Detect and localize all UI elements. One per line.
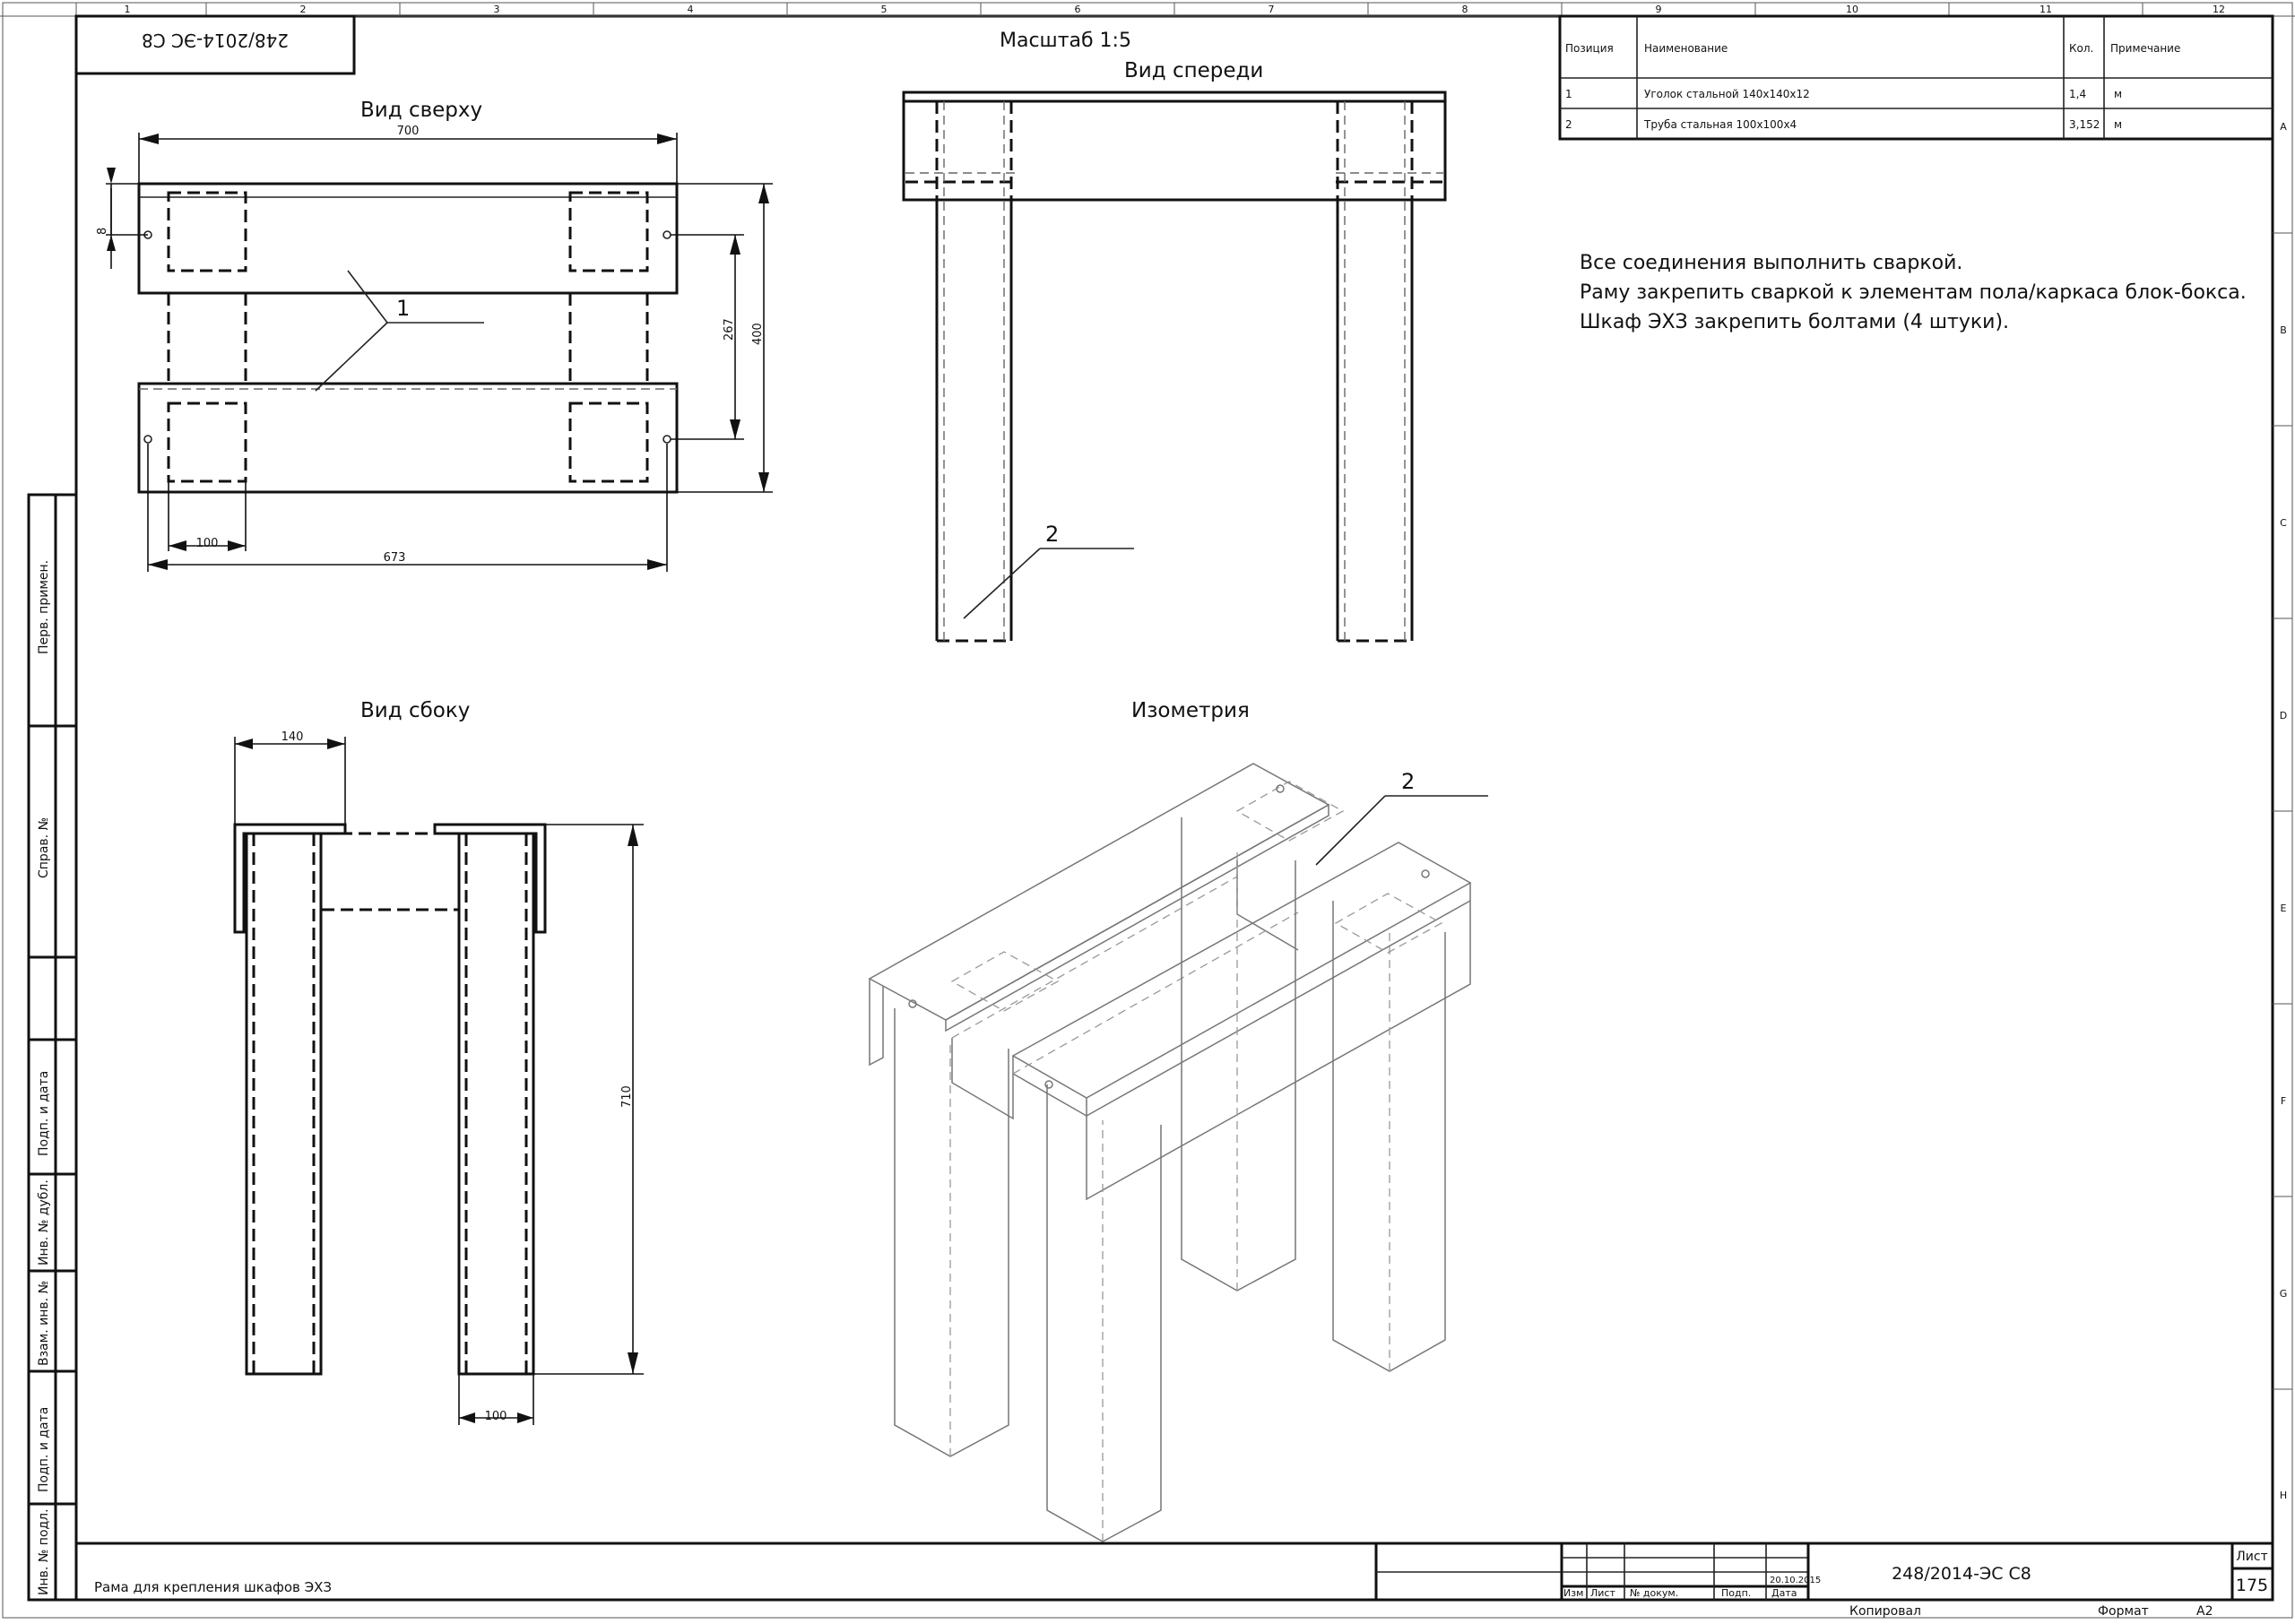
- callout-2-front: 2: [1045, 522, 1059, 547]
- spec-header-qty: Кол.: [2069, 42, 2093, 55]
- col-doc: № докум.: [1630, 1587, 1678, 1599]
- spec-header-name: Наименование: [1644, 42, 1728, 55]
- title-date: 20.10.2015: [1770, 1576, 1821, 1585]
- zone-C: C: [2280, 517, 2287, 529]
- zone-11: 11: [2040, 4, 2052, 15]
- doc-number-box: 248/2014-ЭС С8: [74, 14, 356, 75]
- title-block: Рама для крепления шкафов ЭХЗ 20.10.2015…: [76, 1542, 2273, 1600]
- zone-9: 9: [1656, 4, 1662, 15]
- footer-format-label: Формат: [2098, 1604, 2149, 1619]
- strip-podp-data-1: Подп. и дата: [37, 1071, 51, 1156]
- zone-A: A: [2280, 121, 2287, 133]
- spec-row-1-name: Уголок стальной 140х140х12: [1644, 88, 1810, 100]
- footer: Копировал Формат А2: [1849, 1604, 2213, 1619]
- top-view-title: Вид сверху: [360, 99, 482, 122]
- strip-perv-primen: Перв. примен.: [37, 560, 51, 654]
- zone-12: 12: [2213, 4, 2225, 15]
- spec-row-2-name: Труба стальная 100х100х4: [1643, 118, 1797, 131]
- strip-podp-data-2: Подп. и дата: [37, 1407, 51, 1492]
- strip-inv-podl: Инв. № подл.: [37, 1508, 51, 1595]
- zone-8: 8: [1462, 4, 1468, 15]
- dim-140: 140: [281, 730, 304, 744]
- spec-row-1-qty: 1,4: [2069, 88, 2086, 100]
- dim-100-top: 100: [196, 537, 219, 550]
- callout-1: 1: [396, 296, 410, 321]
- spec-table: Позиция Наименование Кол. Примечание 1 У…: [1558, 14, 2274, 141]
- iso-view-title: Изометрия: [1131, 699, 1250, 722]
- dim-100-side: 100: [485, 1410, 507, 1423]
- zone-5: 5: [881, 4, 888, 15]
- footer-format-value: А2: [2196, 1604, 2213, 1619]
- zone-4: 4: [688, 4, 694, 15]
- spec-row-2-pos: 2: [1565, 118, 1572, 131]
- dim-710: 710: [620, 1085, 634, 1108]
- callout-2-iso: 2: [1401, 769, 1415, 794]
- zone-3: 3: [494, 4, 500, 15]
- side-view: Вид сбоку 140 710 100: [233, 699, 644, 1425]
- zone-10: 10: [1846, 4, 1858, 15]
- dim-400: 400: [751, 323, 765, 345]
- dim-700: 700: [397, 125, 420, 138]
- zone-H: H: [2280, 1490, 2287, 1501]
- front-view: Вид спереди 2: [902, 59, 1447, 643]
- dim-673: 673: [384, 551, 406, 565]
- zone-G: G: [2280, 1288, 2288, 1300]
- scale-label: Масштаб 1:5: [1000, 30, 1131, 52]
- strip-inv-dubl: Инв. № дубл.: [37, 1179, 51, 1266]
- top-view: Вид сверху 700 8: [96, 99, 773, 572]
- spec-row-1-pos: 1: [1565, 88, 1572, 100]
- sheet-number: 175: [2236, 1576, 2268, 1595]
- col-data: Дата: [1771, 1587, 1797, 1599]
- zone-7: 7: [1269, 4, 1275, 15]
- zone-E: E: [2281, 903, 2287, 914]
- title-doc-number: 248/2014-ЭС С8: [1892, 1564, 2031, 1584]
- zone-6: 6: [1075, 4, 1081, 15]
- spec-header-note: Примечание: [2110, 42, 2180, 55]
- zone-B: B: [2280, 324, 2287, 336]
- front-view-title: Вид спереди: [1124, 59, 1263, 82]
- col-izm: Изм: [1563, 1587, 1583, 1599]
- zone-1: 1: [125, 4, 131, 15]
- side-view-title: Вид сбоку: [360, 699, 470, 722]
- zone-D: D: [2280, 710, 2287, 721]
- note-2: Раму закрепить сваркой к элементам пола/…: [1580, 281, 2247, 304]
- sheet-label: Лист: [2236, 1550, 2267, 1564]
- spec-row-2-note: м: [2114, 118, 2122, 131]
- footer-copied: Копировал: [1849, 1604, 1921, 1619]
- title-description: Рама для крепления шкафов ЭХЗ: [94, 1579, 332, 1595]
- top-zone-ticks: [205, 3, 2143, 16]
- spec-row-2-qty: 3,152: [2069, 118, 2100, 131]
- dim-267: 267: [723, 318, 736, 341]
- spec-header-position: Позиция: [1565, 42, 1614, 55]
- isometric-view: Изометрия: [868, 699, 1488, 1542]
- note-1: Все соединения выполнить сваркой.: [1580, 252, 1962, 274]
- strip-vzam-inv: Взам. инв. №: [37, 1281, 51, 1366]
- zone-F: F: [2281, 1095, 2286, 1107]
- strip-sprav: Справ. №: [37, 817, 51, 878]
- col-podp: Подп.: [1721, 1587, 1751, 1599]
- notes-block: Все соединения выполнить сваркой. Раму з…: [1580, 252, 2247, 333]
- doc-number-rotated: 248/2014-ЭС С8: [142, 30, 289, 51]
- right-zone-ticks: [2273, 232, 2292, 1390]
- zone-2: 2: [300, 4, 307, 15]
- note-3: Шкаф ЭХЗ закрепить болтами (4 штуки).: [1580, 311, 2009, 333]
- col-list: Лист: [1590, 1587, 1615, 1599]
- dim-8: 8: [96, 228, 109, 235]
- left-side-strip: Перв. примен. Справ. № Подп. и дата Инв.…: [27, 493, 78, 1602]
- spec-row-1-note: м: [2114, 88, 2122, 100]
